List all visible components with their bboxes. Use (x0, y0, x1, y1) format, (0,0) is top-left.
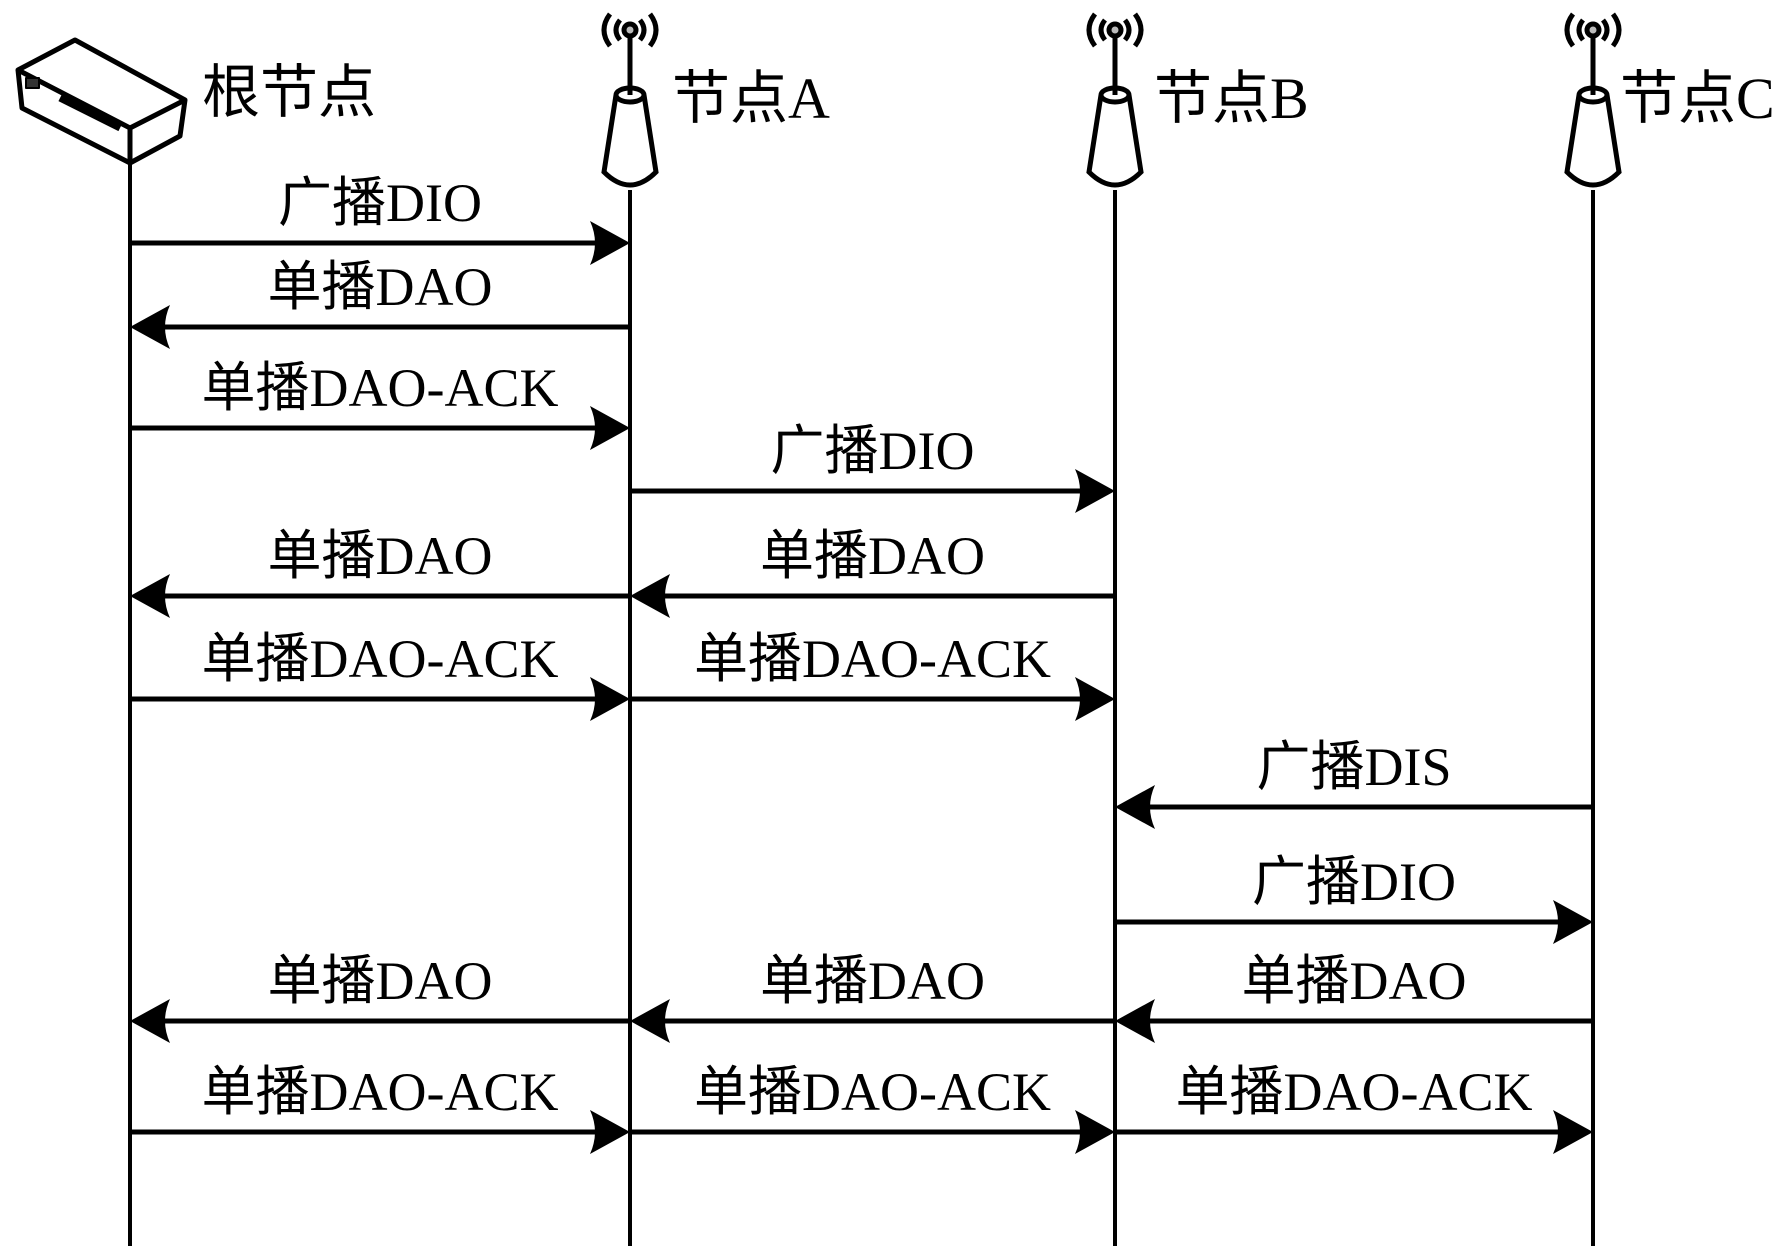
message-arrow: 单播DAO (1115, 951, 1593, 1043)
message-label: 广播DIO (278, 173, 482, 233)
message-label: 单播DAO (1242, 951, 1467, 1011)
message-arrow: 单播DAO-ACK (130, 358, 630, 450)
signal-wave (1610, 12, 1622, 48)
message-arrow: 单播DAO (630, 951, 1115, 1043)
signal-wave (1086, 12, 1098, 48)
arrowhead (1553, 900, 1593, 944)
message-label: 单播DAO-ACK (694, 1062, 1051, 1122)
arrowhead (1115, 785, 1155, 829)
message-arrow: 单播DAO-ACK (130, 629, 630, 721)
message-label: 单播DAO-ACK (202, 629, 559, 689)
arrowhead (1075, 469, 1115, 513)
signal-wave (1132, 12, 1144, 48)
message-label: 广播DIS (1256, 737, 1451, 797)
arrowhead (1075, 677, 1115, 721)
signal-wave (613, 18, 623, 42)
message-label: 单播DAO (760, 526, 985, 586)
signal-wave (1600, 18, 1610, 42)
message-arrow: 单播DAO (630, 526, 1115, 618)
message-label: 单播DAO-ACK (694, 629, 1051, 689)
signal-wave (637, 18, 647, 42)
arrowhead (590, 406, 630, 450)
message-label: 单播DAO (268, 526, 493, 586)
signal-wave (1098, 18, 1108, 42)
arrowhead (130, 574, 170, 618)
message-arrow: 广播DIO (630, 421, 1115, 513)
message-arrow: 单播DAO (130, 526, 630, 618)
message-label: 广播DIO (1252, 852, 1456, 912)
arrowhead (1075, 1110, 1115, 1154)
message-label: 单播DAO (268, 257, 493, 317)
message-label: 单播DAO-ACK (1176, 1062, 1533, 1122)
message-label: 广播DIO (771, 421, 975, 481)
antenna-cone (1086, 94, 1144, 188)
node-label-a: 节点A (672, 66, 830, 131)
arrowhead (590, 1110, 630, 1154)
message-arrow: 单播DAO-ACK (130, 1062, 630, 1154)
router-icon (15, 37, 188, 166)
signal-wave (647, 12, 659, 48)
node-label-b: 节点B (1154, 66, 1309, 131)
message-arrow: 单播DAO-ACK (630, 1062, 1115, 1154)
signal-wave (1122, 18, 1132, 42)
arrowhead (590, 677, 630, 721)
antenna-tip (621, 21, 639, 39)
arrowhead (1553, 1110, 1593, 1154)
antenna-cone (601, 94, 659, 188)
message-label: 单播DAO-ACK (202, 358, 559, 418)
message-arrow: 广播DIS (1115, 737, 1593, 829)
message-arrow: 单播DAO-ACK (630, 629, 1115, 721)
message-arrow: 单播DAO (130, 257, 630, 349)
message-arrow: 单播DAO-ACK (1115, 1062, 1593, 1154)
antenna-icon (1086, 12, 1144, 188)
message-arrow: 单播DAO (130, 951, 630, 1043)
arrowhead (630, 574, 670, 618)
message-arrow: 广播DIO (1115, 852, 1593, 944)
arrowhead (630, 999, 670, 1043)
signal-wave (601, 12, 613, 48)
arrowhead (130, 305, 170, 349)
antenna-tip (1106, 21, 1124, 39)
node-label-c: 节点C (1620, 66, 1775, 131)
arrowhead (130, 999, 170, 1043)
arrowhead (1115, 999, 1155, 1043)
message-label: 单播DAO (268, 951, 493, 1011)
antenna-tip (1584, 21, 1602, 39)
message-label: 单播DAO (760, 951, 985, 1011)
arrowhead (590, 221, 630, 265)
message-arrow: 广播DIO (130, 173, 630, 265)
signal-wave (1564, 12, 1576, 48)
node-label-root: 根节点 (202, 60, 376, 125)
message-label: 单播DAO-ACK (202, 1062, 559, 1122)
antenna-cone (1564, 94, 1622, 188)
signal-wave (1576, 18, 1586, 42)
antenna-icon (1564, 12, 1622, 188)
antenna-icon (601, 12, 659, 188)
